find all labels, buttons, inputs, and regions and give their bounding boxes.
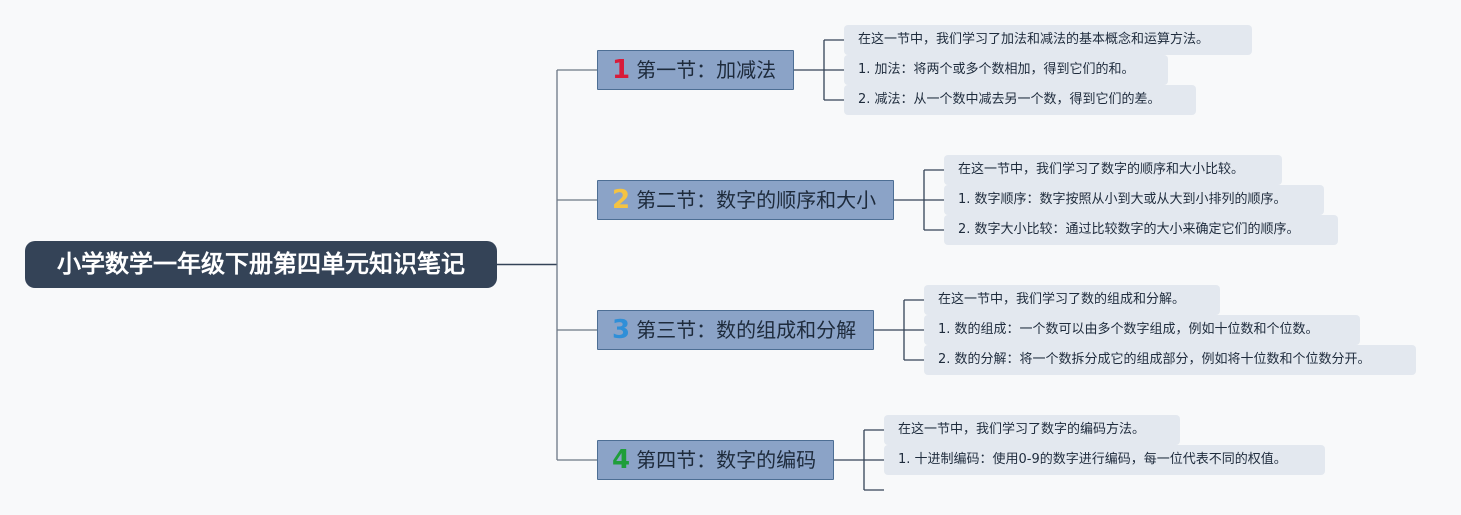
section-1-note-3[interactable]: 2. 减法：从一个数中减去另一个数，得到它们的差。 [844, 85, 1196, 115]
connector-notes-4 [834, 429, 884, 491]
section-2-title: 第二节：数字的顺序和大小 [636, 188, 877, 212]
section-2-note-2[interactable]: 1. 数字顺序：数字按照从小到大或从大到小排列的顺序。 [944, 185, 1324, 215]
section-3-note-2[interactable]: 1. 数的组成：一个数可以由多个数字组成，例如十位数和个位数。 [924, 315, 1360, 345]
section-4-title: 第四节：数字的编码 [636, 448, 817, 472]
section-4-note-2[interactable]: 1. 十进制编码：使用0-9的数字进行编码，每一位代表不同的权值。 [884, 445, 1325, 475]
root-topic[interactable]: 小学数学一年级下册第四单元知识笔记 [25, 241, 497, 288]
section-1-note-1[interactable]: 在这一节中，我们学习了加法和减法的基本概念和运算方法。 [844, 25, 1252, 55]
section-2-note-3[interactable]: 2. 数字大小比较：通过比较数字的大小来确定它们的顺序。 [944, 215, 1338, 245]
section-2-number-icon: 2 [612, 185, 631, 215]
section-3-number-icon: 3 [612, 315, 631, 345]
section-4-number-icon: 4 [612, 445, 631, 475]
section-4-note-1[interactable]: 在这一节中，我们学习了数字的编码方法。 [884, 415, 1180, 445]
connector-notes-2 [894, 169, 944, 231]
section-3-title: 第三节：数的组成和分解 [636, 318, 857, 342]
section-1-note-2[interactable]: 1. 加法：将两个或多个数相加，得到它们的和。 [844, 55, 1168, 85]
section-1-title: 第一节：加减法 [636, 58, 777, 82]
section-1-number-icon: 1 [612, 55, 631, 85]
connector-notes-1 [794, 39, 844, 101]
section-2-note-1[interactable]: 在这一节中，我们学习了数字的顺序和大小比较。 [944, 155, 1282, 185]
section-3-note-1[interactable]: 在这一节中，我们学习了数的组成和分解。 [924, 285, 1220, 315]
connector-notes-3 [874, 299, 924, 361]
section-3-note-3[interactable]: 2. 数的分解：将一个数拆分成它的组成部分，例如将十位数和个位数分开。 [924, 345, 1416, 375]
